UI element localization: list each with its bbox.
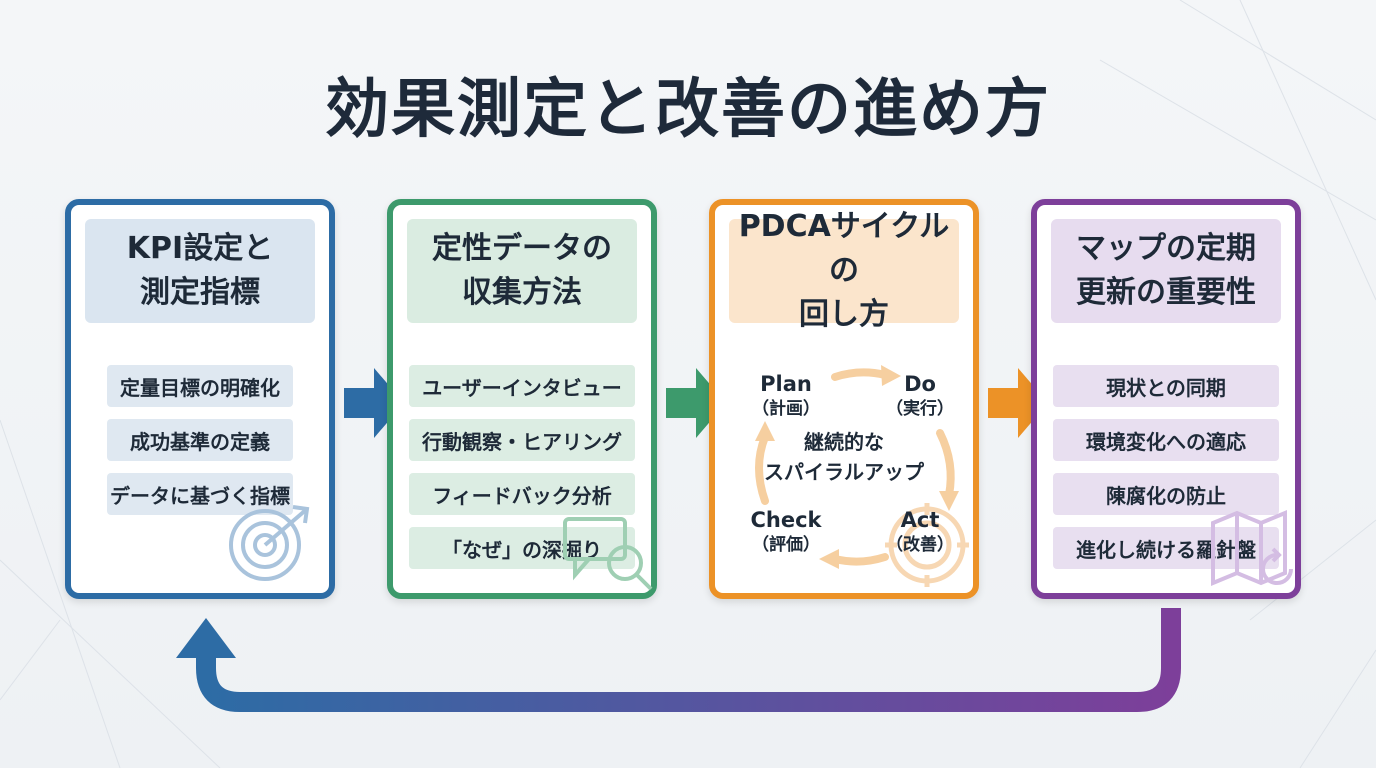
card-item: 「なぜ」の深掘り [409, 527, 635, 569]
pdca-check-sub: （評価） [752, 535, 820, 555]
card-heading: マップの定期 更新の重要性 [1051, 219, 1281, 323]
card-kpi: KPI設定と 測定指標 定量目標の明確化 成功基準の定義 データに基づく指標 [65, 199, 335, 599]
pdca-plan: Plan （計画） [743, 371, 829, 421]
card-heading: PDCAサイクルの 回し方 [729, 209, 959, 332]
card-pdca: PDCAサイクルの 回し方 Plan （計画） Do （実行） [709, 199, 979, 599]
pdca-center-line-1: 継続的な [804, 430, 884, 454]
card-item: 陳腐化の防止 [1053, 473, 1279, 515]
pdca-act-label: Act [900, 508, 940, 532]
card-item: データに基づく指標 [107, 473, 293, 515]
gear-cycle-icon [885, 503, 969, 587]
card-qualitative: 定性データの 収集方法 ユーザーインタビュー 行動観察・ヒアリング フィードバッ… [387, 199, 657, 599]
card-item: 成功基準の定義 [107, 419, 293, 461]
target-icon [229, 505, 310, 581]
card-heading: 定性データの 収集方法 [407, 219, 637, 323]
pdca-act-sub: （改善） [886, 535, 954, 555]
cycle-arrows-icon [755, 365, 959, 569]
card-item: フィードバック分析 [409, 473, 635, 515]
pdca-do-sub: （実行） [886, 399, 954, 419]
pdca-plan-label: Plan [760, 372, 812, 396]
pdca-act: Act （改善） [877, 507, 963, 557]
pdca-center-text: 継続的な スパイラルアップ [755, 427, 933, 487]
chat-magnifier-icon [563, 517, 653, 591]
card-item: 進化し続ける羅針盤 [1053, 527, 1279, 569]
page-title: 効果測定と改善の進め方 [325, 73, 1051, 147]
pdca-do-label: Do [904, 372, 936, 396]
pdca-do: Do （実行） [877, 371, 963, 421]
pdca-check: Check （評価） [741, 507, 831, 557]
pdca-check-label: Check [750, 508, 822, 532]
card-item: 定量目標の明確化 [107, 365, 293, 407]
map-refresh-icon [1211, 510, 1293, 586]
card-item: 現状との同期 [1053, 365, 1279, 407]
pdca-center-line-2: スパイラルアップ [764, 460, 924, 484]
card-heading: KPI設定と 測定指標 [85, 219, 315, 323]
pdca-plan-sub: （計画） [752, 399, 820, 419]
card-map-update: マップの定期 更新の重要性 現状との同期 環境変化への適応 陳腐化の防止 進化し… [1031, 199, 1301, 599]
card-item: 行動観察・ヒアリング [409, 419, 635, 461]
card-item: 環境変化への適応 [1053, 419, 1279, 461]
card-item: ユーザーインタビュー [409, 365, 635, 407]
